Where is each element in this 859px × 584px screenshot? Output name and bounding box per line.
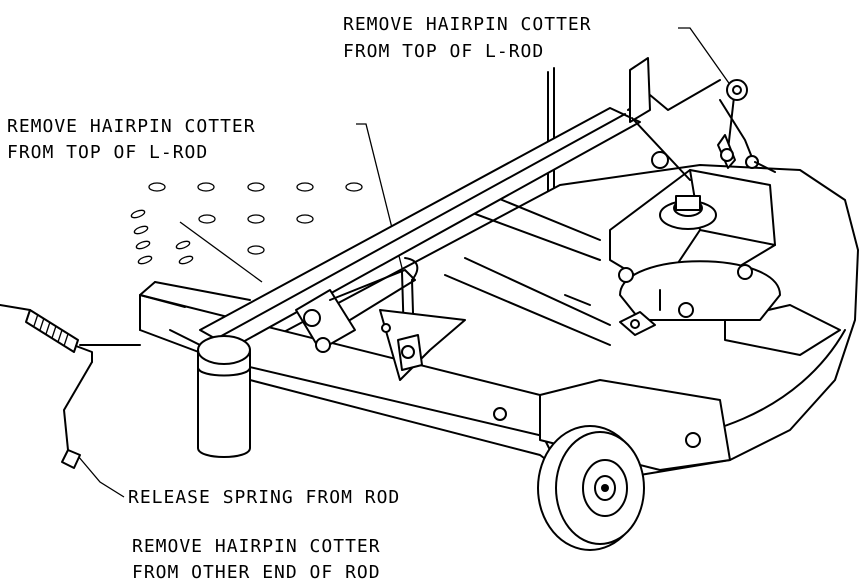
leader-top-right [678, 27, 739, 97]
pivot-cylinder [197, 335, 251, 458]
callout-left: REMOVE HAIRPIN COTTER FROM TOP OF L-ROD [7, 116, 256, 163]
callout-top-right-line-2: FROM TOP OF L-ROD [343, 41, 544, 62]
callout-left-line-2: FROM TOP OF L-ROD [7, 142, 208, 163]
callout-spring-line-1: RELEASE SPRING FROM ROD [128, 487, 400, 508]
l-rod-right [627, 57, 776, 181]
callout-left-line-1: REMOVE HAIRPIN COTTER [7, 116, 256, 137]
callout-bottom-line-2: FROM OTHER END OF ROD [132, 562, 381, 583]
rear-post [547, 67, 555, 201]
spindle-housing [609, 169, 781, 321]
callout-bottom: REMOVE HAIRPIN COTTER FROM OTHER END OF … [132, 536, 381, 583]
caster-wheel [537, 379, 731, 551]
release-spring [0, 304, 141, 469]
bracket-bolt [630, 319, 640, 329]
leader-spring [77, 455, 125, 498]
perforated-plate [130, 182, 363, 283]
callout-spring: RELEASE SPRING FROM ROD [128, 487, 400, 508]
l-rod-left [295, 257, 466, 381]
callout-bottom-line-1: REMOVE HAIRPIN COTTER [132, 536, 381, 557]
callout-top-right-line-1: REMOVE HAIRPIN COTTER [343, 14, 592, 35]
frame-bolt [493, 407, 507, 421]
callout-top-right: REMOVE HAIRPIN COTTER FROM TOP OF L-ROD [343, 14, 592, 62]
